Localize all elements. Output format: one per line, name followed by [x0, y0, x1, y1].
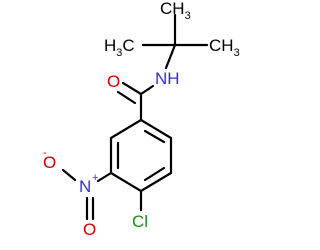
bond-nitro-o-minus: [61, 168, 77, 182]
nitro-o-minus-charge: -: [43, 147, 47, 159]
nitro-n-charge: +: [92, 172, 98, 184]
bond-ring-nitro: [96, 171, 113, 183]
bond-carbonyl-c-o-2: [116, 90, 137, 105]
bond-ring-inner-1: [143, 129, 166, 144]
bond-ring-c4-c5: [109, 171, 143, 193]
structure-diagram: H3C CH3 CH3 NH O Cl N + O - O: [43, 0, 240, 239]
chlorine-label: Cl: [132, 212, 148, 231]
carbonyl-o-label: O: [107, 72, 120, 91]
methyl-top-label: CH3: [160, 0, 191, 22]
bond-ring-c3-c4: [139, 171, 173, 193]
bond-carbonyl-c-o-1: [121, 81, 143, 96]
methyl-right-label: CH3: [209, 36, 240, 59]
bond-tbu-n: [164, 43, 177, 70]
bond-ring-c1-c2: [139, 118, 173, 140]
nitro-o-minus-label: O: [43, 153, 56, 172]
bond-ring-c6-c1: [109, 118, 143, 140]
methyl-left-label: H3C: [104, 36, 135, 59]
amide-nh-label: NH: [155, 69, 180, 88]
molecule-svg: H3C CH3 CH3 NH O Cl N + O - O: [43, 0, 240, 239]
bond-ring-inner-2: [143, 166, 166, 182]
nitro-o-label: O: [83, 220, 96, 239]
nitro-n-label: N: [79, 177, 91, 196]
bond-n-carbonyl-c: [139, 84, 155, 96]
